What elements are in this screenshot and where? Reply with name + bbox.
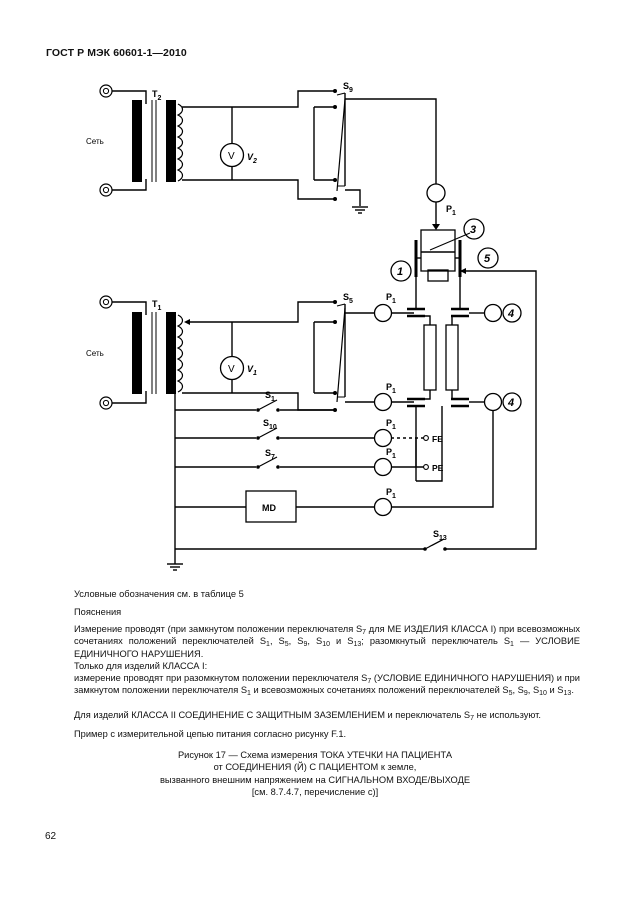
label-s9: S9 bbox=[343, 81, 353, 94]
legend-note: Условные обозначения см. в таблице 5 bbox=[74, 589, 244, 599]
voltmeter-v1: V bbox=[219, 355, 245, 381]
terminal-p1-row1 bbox=[373, 303, 393, 323]
paragraph-3: измерение проводят при разомкнутом полож… bbox=[74, 673, 580, 698]
label-s5: S5 bbox=[343, 292, 353, 305]
label-s10: S10 bbox=[263, 418, 277, 431]
marker-3 bbox=[463, 218, 485, 240]
mains-label-top: Сеть bbox=[86, 137, 104, 146]
impedance-left bbox=[423, 324, 437, 391]
circuit-diagram: Сеть T2 V V2 S9 P1 3 1 bbox=[86, 81, 537, 571]
terminal-p1-row3 bbox=[373, 428, 393, 448]
label-v1: V1 bbox=[247, 364, 257, 377]
switch-s5 bbox=[336, 303, 346, 403]
paragraph-4: Для изделий КЛАССА II СОЕДИНЕНИЕ С ЗАЩИТ… bbox=[74, 710, 541, 722]
label-p1-row2: P1 bbox=[386, 382, 396, 395]
label-s13: S13 bbox=[433, 529, 447, 542]
page-number: 62 bbox=[45, 831, 57, 842]
switch-s9 bbox=[336, 92, 346, 192]
transformer-t2 bbox=[99, 84, 184, 197]
label-s1: S1 bbox=[265, 390, 275, 403]
terminal-p1-row2 bbox=[373, 392, 393, 412]
terminal-4-bottom bbox=[483, 392, 503, 412]
label-pe: PE bbox=[432, 463, 444, 473]
svg-text:4: 4 bbox=[507, 308, 514, 320]
label-p1-top: P1 bbox=[446, 204, 456, 217]
svg-text:3: 3 bbox=[470, 224, 476, 236]
label-p1-row5: P1 bbox=[386, 487, 396, 500]
explanations-title: Пояснения bbox=[74, 607, 122, 617]
terminal-4-top bbox=[483, 303, 503, 323]
svg-text:V: V bbox=[228, 151, 235, 162]
label-p1-row1: P1 bbox=[386, 292, 396, 305]
terminal-p1-row5 bbox=[373, 497, 393, 517]
label-p1-row4: P1 bbox=[386, 447, 396, 460]
paragraph-1: Измерение проводят (при замкнутом положе… bbox=[74, 624, 580, 659]
marker-4-bottom bbox=[502, 392, 522, 412]
label-fe: FE bbox=[432, 434, 443, 444]
mains-label-bottom: Сеть bbox=[86, 349, 104, 358]
marker-1 bbox=[390, 260, 412, 282]
svg-text:1: 1 bbox=[397, 266, 403, 278]
svg-text:5: 5 bbox=[484, 253, 491, 265]
figure-caption: Рисунок 17 — Схема измерения ТОКА УТЕЧКИ… bbox=[159, 750, 471, 798]
paragraph-5: Пример с измерительной цепью питания сог… bbox=[74, 729, 347, 739]
terminal-p1-row4 bbox=[373, 457, 393, 477]
impedance-right bbox=[445, 324, 459, 391]
label-md: MD bbox=[262, 503, 276, 513]
document-header: ГОСТ Р МЭК 60601-1—2010 bbox=[46, 47, 187, 59]
svg-text:V: V bbox=[228, 364, 235, 375]
label-v2: V2 bbox=[247, 152, 257, 165]
transformer-t1 bbox=[99, 295, 184, 410]
label-p1-row3: P1 bbox=[386, 418, 396, 431]
label-t2: T2 bbox=[152, 89, 162, 102]
terminal-p1-top bbox=[426, 183, 446, 203]
patient-connection-block bbox=[414, 229, 471, 282]
label-s7: S7 bbox=[265, 448, 275, 461]
label-t1: T1 bbox=[152, 299, 162, 312]
marker-5 bbox=[477, 247, 499, 269]
marker-4-top bbox=[502, 303, 522, 323]
voltmeter-v2: V bbox=[219, 142, 245, 168]
svg-text:4: 4 bbox=[507, 397, 514, 409]
paragraph-2: Только для изделий КЛАССА I: bbox=[74, 661, 208, 671]
